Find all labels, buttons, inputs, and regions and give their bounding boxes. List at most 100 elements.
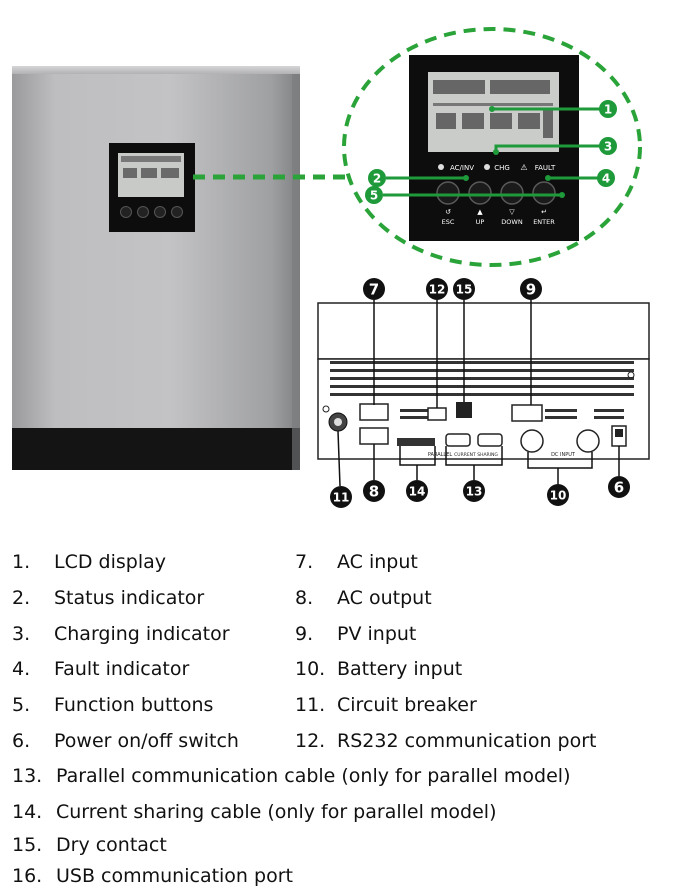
callout-11-label: 11: [333, 491, 350, 505]
legend-text: AC input: [337, 551, 418, 573]
callout-13: 13: [463, 480, 485, 502]
legend-text: Dry contact: [56, 834, 167, 856]
callout-5: 5: [365, 186, 383, 204]
legend-text: Power on/off switch: [54, 730, 239, 752]
case-base: [12, 428, 300, 470]
small-lcd-icon: [141, 168, 157, 178]
mount-hole: [627, 371, 635, 379]
legend-text: LCD display: [54, 551, 166, 573]
callout-2-label: 2: [373, 172, 381, 186]
callout-9-badge: [520, 278, 542, 300]
vent-row: [400, 409, 428, 412]
callout-5-badge: [365, 186, 383, 204]
ac-inv-label: AC/INV: [450, 164, 474, 172]
callout-7: 7: [363, 278, 385, 300]
vent-row: [400, 416, 428, 419]
callout-3-badge: [599, 137, 617, 155]
legend-num: 2.: [12, 587, 31, 609]
callout-8: 8: [363, 480, 385, 502]
up-label: UP: [476, 218, 485, 226]
callout-14-label: 14: [409, 485, 426, 499]
legend-item-2: 2. Status indicator: [12, 588, 204, 609]
rear-leaders: [337, 300, 620, 487]
case-top-edge: [12, 66, 300, 76]
vent-row: [545, 416, 577, 419]
callout-12: 12: [426, 278, 448, 300]
leader-dot-5: [559, 192, 565, 198]
lcd-digits-left: [433, 80, 485, 94]
small-lcd-icon: [161, 168, 179, 178]
legend-item-4: 4.Fault indicator: [12, 659, 189, 680]
callout-10-label: 10: [550, 489, 567, 503]
inverter-front: [12, 66, 300, 470]
circuit-breaker-knob: [334, 418, 342, 426]
legend-num: 10.: [295, 658, 326, 680]
callout-10-badge: [547, 484, 569, 506]
esc-arrow-icon: ↺: [445, 208, 451, 216]
vent-row: [330, 385, 634, 388]
legend-item-3: 3.Charging indicator: [12, 624, 230, 645]
callout-3-label: 3: [604, 140, 612, 154]
vent-row: [330, 369, 634, 372]
vent-row: [594, 409, 624, 412]
legend-item-14: 14. Current sharing cable (only for paral…: [12, 802, 496, 823]
case-body: [12, 74, 300, 428]
current-sharing-port: [397, 438, 435, 446]
chg-led: [484, 164, 490, 170]
battery-input-neg: [576, 429, 600, 453]
current-sharing-text: CURRENT SHARING: [454, 452, 498, 458]
callout-13-badge: [463, 480, 485, 502]
vent-row: [545, 409, 577, 412]
legend-item-15: 15. Dry contact: [12, 835, 167, 856]
zoom-circle: [342, 27, 642, 267]
legend-item-8: 8. AC output: [295, 588, 432, 609]
down-arrow-icon: ▽: [509, 208, 515, 216]
ac-inv-led: [438, 164, 444, 170]
lcd-load-icon: [518, 113, 540, 129]
chg-label: CHG: [494, 164, 510, 172]
down-label: DOWN: [501, 218, 523, 226]
lcd-grid-icon: [490, 113, 512, 129]
parallel-text: PARALLEL: [428, 452, 453, 458]
lcd-battery-icon: [543, 108, 553, 138]
rear-view: PARALLEL CURRENT SHARING DC INPUT: [317, 302, 650, 460]
callout-1-badge: [599, 100, 617, 118]
legend-num: 9.: [295, 623, 314, 645]
legend-text: RS232 communication port: [337, 730, 597, 752]
legend-text: Fault indicator: [54, 658, 190, 680]
dry-contact: [456, 402, 472, 418]
legend-num: 6.: [12, 730, 31, 752]
legend-text: Circuit breaker: [337, 694, 477, 716]
callout-6-label: 6: [614, 479, 624, 497]
parallel-port-a: [445, 433, 471, 447]
enter-button: [532, 181, 556, 205]
legend-item-11: 11.Circuit breaker: [295, 695, 477, 716]
callout-15-label: 15: [456, 283, 473, 297]
legend-text: AC output: [337, 587, 432, 609]
callout-12-badge: [426, 278, 448, 300]
vent-slots: [330, 361, 634, 419]
callout-5-label: 5: [370, 189, 378, 203]
legend-text: Current sharing cable (only for parallel…: [56, 801, 497, 823]
esc-label: ESC: [442, 218, 455, 226]
leader-dot-3: [493, 149, 499, 155]
callout-7-badge: [363, 278, 385, 300]
down-button: [500, 181, 524, 205]
legend-text: Status indicator: [54, 587, 205, 609]
callout-10: 10: [547, 484, 569, 506]
legend-item-1: 1.LCD display: [12, 552, 166, 573]
legend-num: 14.: [12, 801, 43, 823]
legend-num: 8.: [295, 587, 314, 609]
callout-6: 6: [608, 476, 630, 498]
legend-item-6: 6. Power on/off switch: [12, 731, 239, 752]
callout-14: 14: [406, 480, 428, 502]
lcd-digits-right: [490, 80, 550, 94]
vent-row: [330, 377, 634, 380]
legend-num: 15.: [12, 834, 43, 856]
legend-num: 3.: [12, 623, 31, 645]
legend-item-10: 10.Battery input: [295, 659, 462, 680]
legend-num: 12.: [295, 730, 326, 752]
legend-text: Function buttons: [54, 694, 214, 716]
dc-input-text: DC INPUT: [551, 452, 576, 458]
